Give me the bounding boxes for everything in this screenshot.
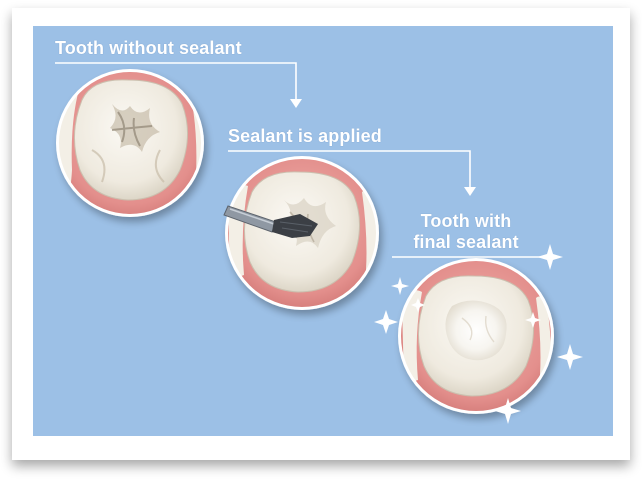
label-tooth-final-sealant: Tooth with final sealant	[410, 211, 522, 253]
label-line-1: Tooth with	[410, 211, 522, 232]
label-line-2: final sealant	[410, 232, 522, 253]
label-tooth-without-sealant: Tooth without sealant	[55, 38, 242, 59]
label-sealant-applied: Sealant is applied	[228, 126, 382, 147]
